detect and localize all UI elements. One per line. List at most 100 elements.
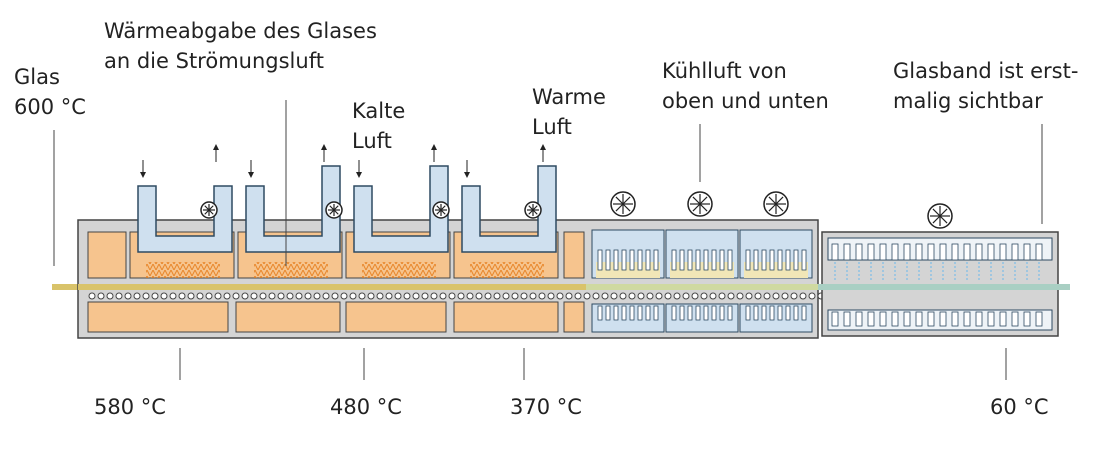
roller bbox=[421, 292, 429, 300]
fin bbox=[975, 243, 983, 261]
roller bbox=[718, 292, 726, 300]
fan-blade bbox=[436, 209, 442, 215]
roller bbox=[574, 292, 582, 300]
fin bbox=[769, 249, 775, 271]
roller bbox=[88, 292, 96, 300]
fin bbox=[645, 249, 651, 271]
fan-icon bbox=[763, 191, 789, 217]
glass-label: Glas 600 °C bbox=[14, 62, 86, 122]
roller bbox=[646, 292, 654, 300]
roller bbox=[655, 292, 663, 300]
brick-block bbox=[563, 301, 585, 333]
annealing-lehr bbox=[77, 165, 1059, 339]
roller bbox=[196, 292, 204, 300]
roller bbox=[187, 292, 195, 300]
fin bbox=[987, 311, 995, 327]
fin bbox=[855, 243, 863, 261]
roller bbox=[430, 292, 438, 300]
fin bbox=[621, 249, 627, 271]
cold-air-label-line2: Luft bbox=[352, 129, 392, 153]
fin bbox=[637, 249, 643, 271]
leader-lines bbox=[53, 100, 1043, 380]
fan-blade bbox=[699, 203, 708, 212]
roller bbox=[160, 292, 168, 300]
fan-icon bbox=[610, 191, 636, 217]
roller bbox=[124, 292, 132, 300]
roller bbox=[691, 292, 699, 300]
fin bbox=[939, 243, 947, 261]
fan-blade bbox=[204, 205, 210, 211]
fin bbox=[903, 311, 911, 327]
fin bbox=[891, 243, 899, 261]
fin bbox=[719, 305, 725, 321]
roller bbox=[520, 292, 528, 300]
roller bbox=[538, 292, 546, 300]
fin bbox=[621, 305, 627, 321]
cooling-box-bottom bbox=[739, 303, 813, 333]
fan-blade bbox=[532, 205, 538, 211]
fin bbox=[801, 249, 807, 271]
up-arrow-icon bbox=[213, 144, 219, 150]
fin bbox=[629, 305, 635, 321]
fan-blade bbox=[329, 205, 335, 211]
fin bbox=[879, 243, 887, 261]
fin bbox=[785, 249, 791, 271]
fin bbox=[645, 305, 651, 321]
roller bbox=[619, 292, 627, 300]
cooling-zone bbox=[586, 229, 818, 333]
warm-air-label: Warme Luft bbox=[532, 82, 606, 142]
fin bbox=[629, 249, 635, 271]
fan-blade bbox=[440, 209, 446, 215]
roller bbox=[349, 292, 357, 300]
cooling-air-label-line1: Kühlluft von bbox=[662, 59, 787, 83]
cooling-box-bottom bbox=[591, 303, 665, 333]
fin bbox=[653, 305, 659, 321]
roller bbox=[268, 292, 276, 300]
roller bbox=[808, 292, 816, 300]
temperature-label: 370 °C bbox=[510, 395, 582, 419]
roller bbox=[466, 292, 474, 300]
fin bbox=[915, 311, 923, 327]
roller bbox=[295, 292, 303, 300]
fin bbox=[671, 249, 677, 271]
heat-release-label-line2: an die Strömungsluft bbox=[104, 49, 324, 73]
roller bbox=[259, 292, 267, 300]
roller bbox=[142, 292, 150, 300]
fan-blade bbox=[768, 203, 777, 212]
fin bbox=[777, 249, 783, 271]
cooling-fins bbox=[670, 262, 734, 278]
fin bbox=[679, 249, 685, 271]
fin bbox=[891, 311, 899, 327]
roller bbox=[169, 292, 177, 300]
fin bbox=[605, 305, 611, 321]
fan-blade bbox=[532, 209, 538, 215]
roller bbox=[223, 292, 231, 300]
roller bbox=[790, 292, 798, 300]
heat-release-label: Wärmeabgabe des Glases an die Strömungsl… bbox=[104, 16, 377, 76]
roller bbox=[610, 292, 618, 300]
fin bbox=[761, 305, 767, 321]
roller bbox=[700, 292, 708, 300]
up-arrow-icon bbox=[540, 144, 546, 150]
roller bbox=[313, 292, 321, 300]
fin bbox=[695, 249, 701, 271]
air-duct bbox=[137, 185, 233, 253]
fan-blade bbox=[775, 196, 784, 205]
fin bbox=[987, 243, 995, 261]
roller bbox=[601, 292, 609, 300]
fan-icon bbox=[927, 203, 953, 229]
fin bbox=[831, 311, 839, 327]
roller bbox=[502, 292, 510, 300]
spray-fins bbox=[827, 237, 1053, 331]
fan-blade bbox=[939, 215, 948, 224]
roller bbox=[367, 292, 375, 300]
cooling-air-label-line2: oben und unten bbox=[662, 89, 829, 113]
fin bbox=[703, 305, 709, 321]
fin bbox=[1023, 243, 1031, 261]
roller bbox=[205, 292, 213, 300]
fin bbox=[671, 305, 677, 321]
fan-blade bbox=[932, 215, 941, 224]
temperature-label: 480 °C bbox=[330, 395, 402, 419]
fin bbox=[777, 305, 783, 321]
fin bbox=[1035, 243, 1043, 261]
